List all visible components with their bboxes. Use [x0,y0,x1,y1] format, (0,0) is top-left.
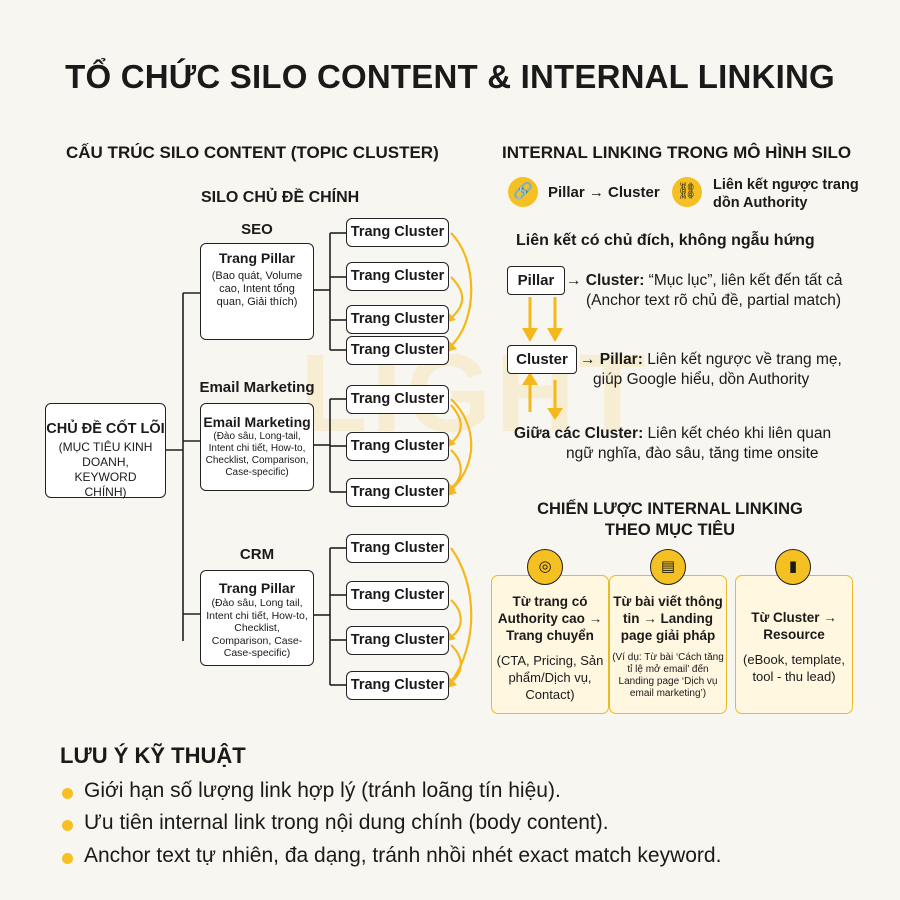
card-title: Từ bài viết thông tin → Landing page giả… [613,594,723,643]
cluster-page: Trang Cluster [346,671,449,700]
cluster-page: Trang Cluster [346,336,449,365]
target-icon: ◎ [527,549,563,585]
card-desc: (CTA, Pricing, Sản phẩm/Dịch vụ, Contact… [496,653,604,702]
pillar-to-cluster-note: (Anchor text rõ chủ đề, partial match) [586,292,842,309]
cluster-page: Trang Cluster [346,305,449,334]
notes-heading: LƯU Ý KỸ THUẬT [60,743,246,768]
strategy-card: Từ trang có Authority cao → Trang chuyển… [491,575,609,714]
pillar-box-crm: Trang Pillar (Đào sâu, Long tail, Intent… [200,570,314,666]
cluster-page: Trang Cluster [346,626,449,655]
cluster-page: Trang Cluster [346,581,449,610]
cluster-page: Trang Cluster [346,534,449,563]
pillar-desc: (Bao quát, Volume cao, Intent tổng quan,… [211,270,303,308]
book-icon: ▮ [775,549,811,585]
cluster-to-pillar-text: → Pillar: Liên kết ngược về trang mẹ, [580,351,842,368]
core-topic-desc: (MỤC TIÊU KINH DOANH, KEYWORD CHÍNH) [58,440,153,499]
strategy-card: Từ Cluster → Resource (eBook, template, … [735,575,853,714]
card-desc: (eBook, template, tool - thu lead) [743,652,845,684]
cluster-page: Trang Cluster [346,262,449,291]
strategy-subheading: THEO MỤC TIÊU [604,521,736,539]
linking-heading: INTERNAL LINKING TRONG MÔ HÌNH SILO [502,143,852,162]
bullet-dot [62,788,73,799]
cluster-cross-text: Giữa các Cluster: Liên kết chéo khi liên… [514,425,832,442]
silo-subheading: SILO CHỦ ĐỀ CHÍNH [201,189,360,206]
core-topic-box: CHỦ ĐỀ CỐT LÕI (MỤC TIÊU KINH DOANH, KEY… [45,403,166,499]
card-desc: (Ví dụ: Từ bài ‘Cách tăng tỉ lệ mở email… [612,652,724,699]
pillar-node: Pillar [507,266,565,295]
broken-link-icon: ⛓ [672,177,702,207]
silo-tag-crm: CRM [239,546,275,563]
pillar-desc: (Đào sâu, Long-tail, Intent chi tiết, Ho… [205,431,309,478]
note-item: Ưu tiên internal link trong nội dung chí… [84,811,609,834]
silo-tag-seo: SEO [241,221,273,238]
cluster-page: Trang Cluster [346,385,449,414]
bullet-dot [62,820,73,831]
pillar-title: Trang Pillar [218,250,296,266]
strategy-card: Từ bài viết thông tin → Landing page giả… [609,575,727,714]
pillar-to-cluster-text: → Cluster: “Mục lục”, liên kết đến tất c… [566,272,843,289]
page-title: TỔ CHỨC SILO CONTENT & INTERNAL LINKING [65,58,835,95]
pillar-box-seo: Trang Pillar (Bao quát, Volume cao, Inte… [200,243,314,340]
cluster-to-pillar-note: giúp Google hiểu, dồn Authority [593,371,810,388]
pillar-desc: (Đào sâu, Long tail, Intent chi tiết, Ho… [206,597,308,659]
cluster-page: Trang Cluster [346,478,449,507]
webpage-icon: ▤ [650,549,686,585]
cluster-page: Trang Cluster [346,432,449,461]
legend-label: Pillar → Cluster [548,184,660,201]
cluster-node: Cluster [507,345,577,374]
silo-heading: CẤU TRÚC SILO CONTENT (TOPIC CLUSTER) [66,143,439,162]
card-title: Từ trang có Authority cao → Trang chuyển [497,594,603,643]
cluster-cross-note: ngữ nghĩa, đào sâu, tăng time onsite [566,445,819,462]
note-item: Anchor text tự nhiên, đa dạng, tránh nhồ… [84,844,722,867]
link-icon: 🔗 [508,177,538,207]
core-topic-title: CHỦ ĐỀ CỐT LÕI [46,421,165,437]
legend-label: Liên kết ngược trang dồn Authority [713,177,859,211]
bullet-dot [62,853,73,864]
card-title: Từ Cluster → Resource [751,610,837,642]
pillar-box-email: Email Marketing (Đào sâu, Long-tail, Int… [200,403,314,491]
cluster-page: Trang Cluster [346,218,449,247]
pillar-title: Email Marketing [203,414,311,430]
pillar-title: Trang Pillar [218,580,296,596]
silo-tag-email: Email Marketing [199,379,315,396]
note-item: Giới hạn số lượng link hợp lý (tránh loã… [84,779,561,802]
strategy-heading: CHIẾN LƯỢC INTERNAL LINKING [537,500,803,518]
intent-heading: Liên kết có chủ đích, không ngẫu hứng [516,232,815,249]
